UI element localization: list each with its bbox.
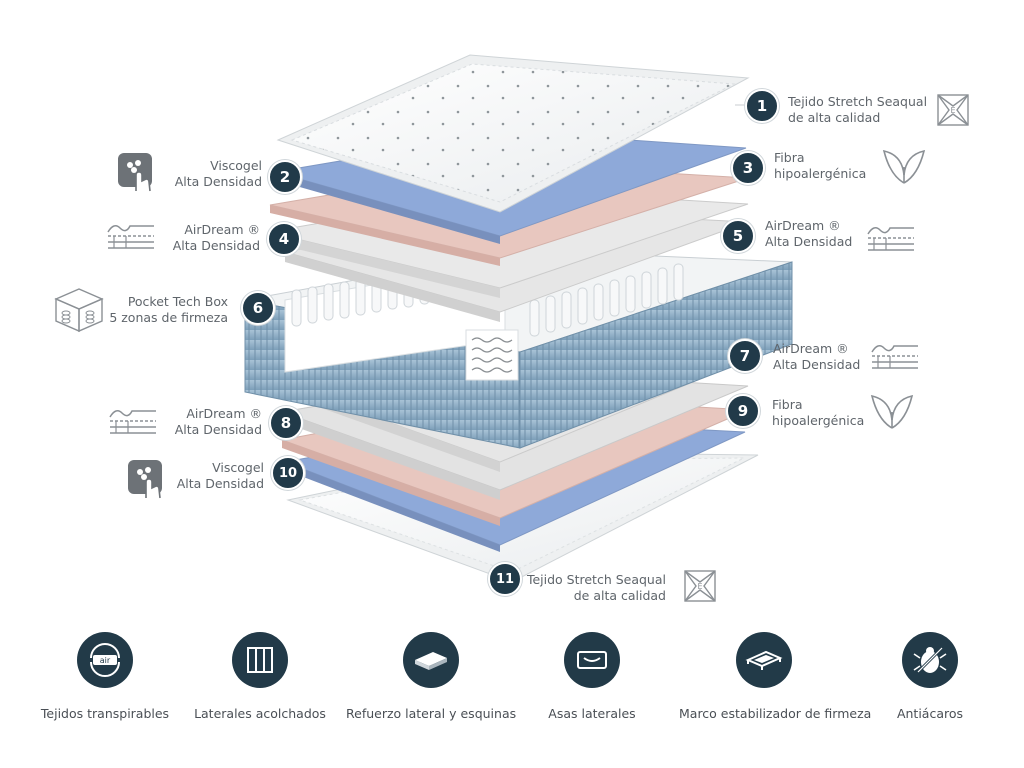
stabilizer-frame-icon (736, 632, 792, 688)
callout-8-line2: Alta Densidad (174, 422, 262, 437)
callout-5-line2: Alta Densidad (765, 234, 853, 249)
callout-3-line2: hipoalergénica (774, 166, 867, 181)
side-handles-icon (564, 632, 620, 688)
callout-11-line1: Tejido Stretch Seaqual (526, 572, 666, 587)
feature-stabilizer-frame: Marco estabilizador de firmeza (679, 632, 872, 721)
layer-badge-5: 5 (721, 219, 755, 253)
air-circulation-icon: air (77, 632, 133, 688)
fabric-star-icon: E (684, 570, 716, 602)
callout-6-line1: Pocket Tech Box (127, 294, 228, 309)
callout-2-line2: Alta Densidad (174, 174, 262, 189)
callout-4-line2: Alta Densidad (172, 238, 260, 253)
callout-2-line1: Viscogel (210, 158, 262, 173)
svg-text:E: E (697, 582, 702, 591)
feature-label: Refuerzo lateral y esquinas (346, 706, 517, 721)
callout-4: AirDream ® Alta Densidad (173, 222, 260, 254)
callout-3-line1: Fibra (774, 150, 805, 165)
layer-badge-11: 11 (488, 562, 522, 596)
foam-wave-icon (107, 225, 154, 249)
callout-1-line1: Tejido Stretch Seaqual (788, 94, 928, 109)
feature-label: Marco estabilizador de firmeza (679, 706, 872, 721)
layer-badge-4: 4 (267, 222, 301, 256)
layer-badge-3: 3 (731, 151, 765, 185)
callout-6-line2: 5 zonas de firmeza (109, 310, 228, 325)
callout-2: Viscogel Alta Densidad (175, 158, 262, 190)
callout-11-line2: de alta calidad (573, 588, 666, 603)
feature-label: Asas laterales (548, 706, 636, 721)
callout-5-line1: AirDream ® (765, 218, 841, 233)
callout-1-line2: de alta calidad (788, 110, 881, 125)
callout-9-line2: hipoalergénica (772, 413, 865, 428)
layer-1-top-cover (276, 54, 750, 213)
layer-badge-8: 8 (269, 406, 303, 440)
layer-badge-2: 2 (268, 160, 302, 194)
callout-9-line1: Fibra (772, 397, 803, 412)
foam-wave-icon (871, 345, 918, 369)
mattress-illustration (244, 54, 793, 583)
callout-7-line1: AirDream ® (773, 341, 849, 356)
callout-10-line1: Viscogel (212, 460, 264, 475)
leaf-icon (882, 149, 926, 184)
feature-label: Tejidos transpirables (40, 706, 170, 721)
pocket-springs-icon (54, 288, 104, 333)
fabric-star-icon: E (937, 94, 969, 126)
callout-10-line2: Alta Densidad (176, 476, 264, 491)
foam-wave-icon (109, 410, 156, 434)
callout-4-line1: AirDream ® (184, 222, 260, 237)
callout-6: Pocket Tech Box 5 zonas de firmeza (109, 294, 228, 326)
feature-label: Laterales acolchados (194, 706, 326, 721)
corner-reinforcement-icon (403, 632, 459, 688)
air-badge-text: air (100, 656, 111, 665)
layer-badge-1: 1 (745, 89, 779, 123)
hand-touch-icon (118, 153, 152, 192)
svg-text:E: E (950, 106, 955, 115)
callout-3: Fibra hipoalergénica (774, 150, 866, 182)
layer-badge-9: 9 (726, 394, 760, 428)
feature-breathable-fabrics: air Tejidos transpirables (20, 632, 190, 721)
padded-sides-icon (232, 632, 288, 688)
callout-11: Tejido Stretch Seaqual de alta calidad (527, 572, 666, 604)
feature-anti-mite: Antiácaros (845, 632, 1015, 721)
callout-1: Tejido Stretch Seaqual de alta calidad (788, 94, 927, 126)
feature-side-handles: Asas laterales (507, 632, 677, 721)
feature-corner-reinforcement: Refuerzo lateral y esquinas (346, 632, 516, 721)
callout-7: AirDream ® Alta Densidad (773, 341, 860, 373)
layer-badge-6: 6 (241, 291, 275, 325)
callout-5: AirDream ® Alta Densidad (765, 218, 852, 250)
layer-badge-10: 10 (271, 456, 305, 490)
callout-10: Viscogel Alta Densidad (177, 460, 264, 492)
callout-9: Fibra hipoalergénica (772, 397, 864, 429)
callout-8-line1: AirDream ® (186, 406, 262, 421)
feature-label: Antiácaros (896, 706, 964, 721)
anti-mite-icon (902, 632, 958, 688)
callout-7-line2: Alta Densidad (773, 357, 861, 372)
layer-badge-7: 7 (728, 339, 762, 373)
foam-wave-icon (867, 227, 914, 251)
callout-8: AirDream ® Alta Densidad (175, 406, 262, 438)
leaf-icon (870, 394, 914, 429)
feature-padded-sides: Laterales acolchados (175, 632, 345, 721)
hand-touch-icon (128, 460, 162, 499)
